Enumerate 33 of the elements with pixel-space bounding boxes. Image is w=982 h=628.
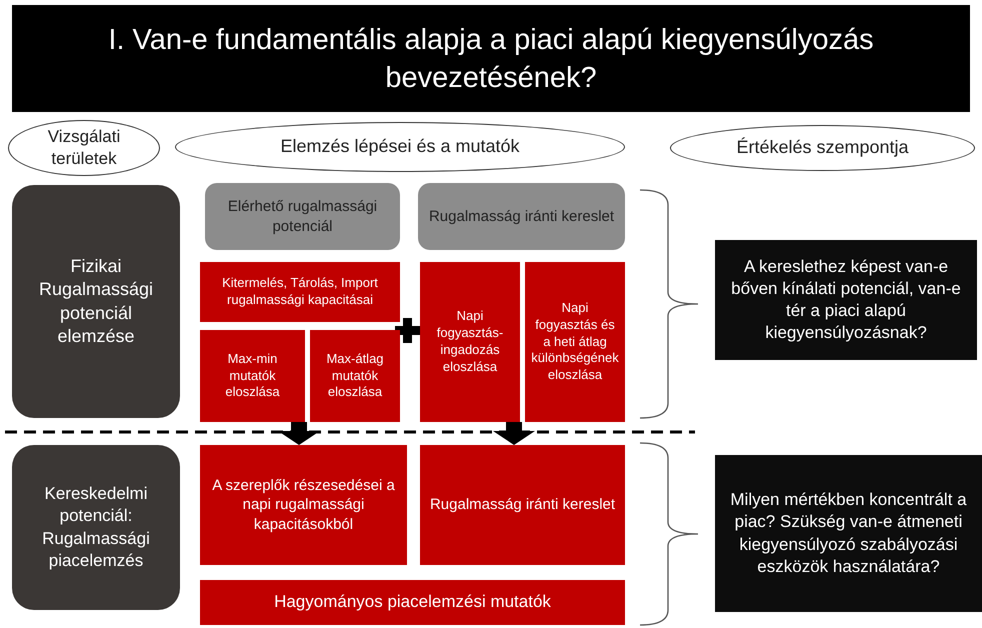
area-box <box>12 445 180 610</box>
node-label: Rugalmasság iránti kereslet <box>428 206 614 226</box>
node-label: Max-min mutatók eloszlása <box>224 350 281 402</box>
node-label: Értékelés szempontja <box>736 136 909 160</box>
node-label: A kereslethez képest van-e bőven kínálati potenciál, van-e tér a piaci alapú kiegyensúlyozásnak? <box>730 256 962 344</box>
area-box <box>12 185 180 418</box>
node-label: Milyen mértékben koncentrált a piac? Szükség van-e átmeneti kiegyensúlyozó szabályozási eszközök használatára? <box>729 489 968 578</box>
question-box <box>715 240 977 360</box>
question-box <box>715 455 982 612</box>
node-label: A szereplők részesedései a napi rugalmassági kapacitásokból <box>211 476 396 534</box>
indicator-box <box>420 262 520 422</box>
node-label: Elemzés lépései és a mutatók <box>280 135 520 158</box>
title-banner: I. Van-e fundamentális alapja a piaci alapú kiegyensúlyozás bevezetésének? <box>12 5 970 112</box>
indicator-box <box>525 262 625 422</box>
node-label: Napi fogyasztás és a heti átlag különbségének eloszlása <box>531 300 619 384</box>
node-label: Kitermelés, Tárolás, Import rugalmassági kapacitásai <box>221 275 379 309</box>
node-label: Rugalmasság iránti kereslet <box>430 495 616 515</box>
node-label: Max-átlag mutatók eloszlása <box>325 350 385 402</box>
node-label: Napi fogyasztás-ingadozás eloszlása <box>436 308 504 376</box>
indicator-box <box>200 262 400 322</box>
block-arrow <box>493 422 535 445</box>
node-label: Elérhető rugalmassági potenciál <box>226 197 378 236</box>
category-box <box>418 183 625 250</box>
indicator-box <box>310 330 400 422</box>
indicator-box <box>200 445 407 565</box>
node-label: Vizsgálati területek <box>46 126 122 170</box>
indicator-box <box>200 580 625 625</box>
indicator-box <box>200 330 305 422</box>
node-label: Fizikai Rugalmassági potenciál elemzése <box>38 254 154 348</box>
node-label: Kereskedelmi potenciál: Rugalmassági piacelemzés <box>41 483 151 572</box>
node-label: Hagyományos piacelemzési mutatók <box>274 591 551 614</box>
indicator-box <box>420 445 625 565</box>
category-box <box>205 183 400 250</box>
